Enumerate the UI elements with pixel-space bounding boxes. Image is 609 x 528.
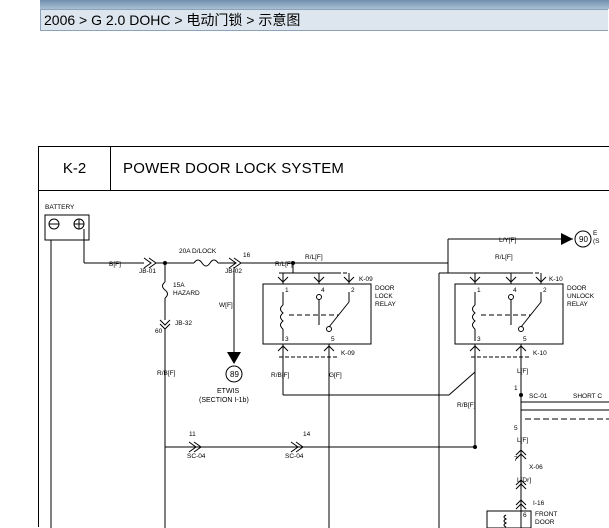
relay1-pin2: 2	[351, 287, 355, 294]
pin6-label: 6	[523, 512, 527, 519]
k10-bottom-label: K-10	[533, 350, 547, 357]
sc04-a-label: SC-04	[187, 453, 206, 460]
door-unlock-relay-label-1: DOOR	[567, 285, 587, 292]
ref90-label: 90	[579, 235, 588, 244]
k09-bottom-label: K-09	[341, 350, 355, 357]
fuse-20a-label: 20A D/LOCK	[179, 248, 217, 255]
door-lock-relay-label-3: RELAY	[375, 301, 396, 308]
relay1-pin4: 4	[321, 287, 325, 294]
relay1-pin5: 5	[331, 336, 335, 343]
wiring-schematic: BATTERY B[F] JB-01 20A D/LOCK 16 JB-02 R…	[44, 204, 609, 528]
jb01-label: JB-01	[139, 268, 156, 275]
x06-label: X-06	[529, 464, 543, 471]
breadcrumb: 2006 > G 2.0 DOHC > 电动门锁 > 示意图	[40, 9, 608, 31]
ref90-text: E	[593, 230, 598, 237]
relay1-pin3: 3	[285, 336, 289, 343]
door-lock-relay-label-2: LOCK	[375, 293, 393, 300]
w-wire-label: W[F]	[219, 302, 233, 309]
relay2-pin4: 4	[513, 287, 517, 294]
battery-label: BATTERY	[45, 204, 75, 211]
top-bar	[40, 0, 609, 9]
door-unlock-relay-label-3: RELAY	[567, 301, 588, 308]
diagram-frame: K-2 POWER DOOR LOCK SYSTEM	[38, 146, 609, 528]
door-lock-relay-label-1: DOOR	[375, 285, 395, 292]
sc04-b-label: SC-04	[285, 453, 304, 460]
fuse15a-label-1: 15A	[173, 282, 185, 289]
ref90-arrow	[561, 233, 573, 245]
ly-wire-label: L/Y[F]	[499, 237, 517, 244]
i16-label: I-16	[533, 500, 545, 507]
front-door-label-2: DOOR	[535, 519, 555, 526]
pin60-label: 60	[155, 328, 163, 335]
rb-f-label-1: R/B[F]	[271, 372, 290, 379]
door-lock-relay-box	[262, 283, 372, 345]
jb32-label: JB-32	[175, 320, 192, 327]
k09-top-label: K-09	[359, 276, 373, 283]
door-unlock-relay-label-2: UNLOCK	[567, 293, 595, 300]
relay2-pin3: 3	[477, 336, 481, 343]
k10-top-label: K-10	[549, 276, 563, 283]
l-f-label-2: L[F]	[517, 437, 528, 444]
front-door-label-1: FRONT	[535, 511, 557, 518]
relay1-pin1: 1	[285, 287, 289, 294]
l-dr-label: L[Dr]	[517, 477, 531, 484]
b-wire-label: B[F]	[109, 261, 121, 268]
etwis-arrow	[227, 352, 241, 364]
rl-f-label-1: R/L[F]	[305, 254, 323, 261]
etwis-label-1: ETWIS	[217, 388, 239, 395]
rl-f-label-2: R/L[F]	[495, 254, 513, 261]
pin16-label: 16	[243, 252, 251, 259]
relay2-pin2: 2	[543, 287, 547, 294]
relay2-pin1: 1	[477, 287, 481, 294]
ref90-circle	[574, 230, 592, 248]
l-f-label-1: L[F]	[517, 368, 528, 375]
pin11-label: 11	[189, 431, 196, 438]
pin5-label: 5	[514, 425, 518, 432]
ref90-sub: (S	[593, 238, 600, 245]
battery-symbol	[44, 214, 90, 241]
rl-wire-label: R/L[F]	[275, 261, 293, 268]
pin1-label: 1	[514, 385, 518, 392]
sc01-label: SC-01	[529, 393, 548, 400]
rb-f-right-label: R/B[F]	[457, 402, 476, 409]
diagram-title: POWER DOOR LOCK SYSTEM	[123, 160, 345, 177]
fuse15a-label-2: HAZARD	[173, 290, 200, 297]
rb-f-left-label: R/B[F]	[157, 370, 176, 377]
ref89-circle	[225, 365, 243, 383]
pin14-label: 14	[303, 431, 311, 438]
pin7-label: 7	[514, 456, 518, 463]
short-connector-label: SHORT C	[573, 393, 602, 400]
etwis-label-2: (SECTION I-1b)	[199, 397, 249, 404]
diagram-code: K-2	[39, 147, 111, 190]
jb02-label: JB-02	[225, 268, 242, 275]
diagram-header: K-2 POWER DOOR LOCK SYSTEM	[39, 147, 609, 191]
relay2-pin5: 5	[523, 336, 527, 343]
door-unlock-relay-box	[454, 283, 564, 345]
g-f-label: G[F]	[329, 372, 342, 379]
ref89-label: 89	[230, 370, 239, 379]
